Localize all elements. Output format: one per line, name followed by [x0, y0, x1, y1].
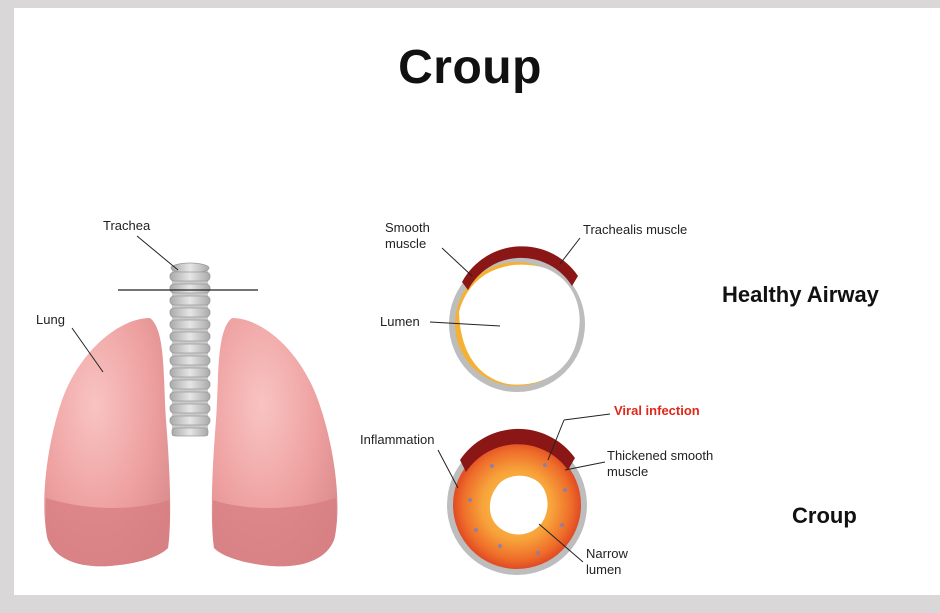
- label-lung: Lung: [36, 312, 65, 328]
- croup-airway-cross-section: [447, 429, 587, 575]
- croup-heading: Croup: [792, 503, 857, 529]
- label-smooth-muscle: Smooth muscle: [385, 220, 430, 252]
- label-lumen: Lumen: [380, 314, 420, 330]
- healthy-airway-heading: Healthy Airway: [722, 282, 879, 308]
- right-lung-base-shade: [212, 498, 336, 566]
- label-viral-infection: Viral infection: [614, 403, 700, 419]
- label-thickened-smooth-muscle: Thickened smooth muscle: [607, 448, 713, 480]
- page-title: Croup: [0, 40, 940, 95]
- label-trachealis-muscle: Trachealis muscle: [583, 222, 687, 238]
- healthy-airway-cross-section: [449, 246, 585, 392]
- label-trachea: Trachea: [103, 218, 150, 234]
- label-narrow-lumen: Narrow lumen: [586, 546, 628, 578]
- left-lung-base-shade: [46, 498, 170, 566]
- label-inflammation: Inflammation: [360, 432, 434, 448]
